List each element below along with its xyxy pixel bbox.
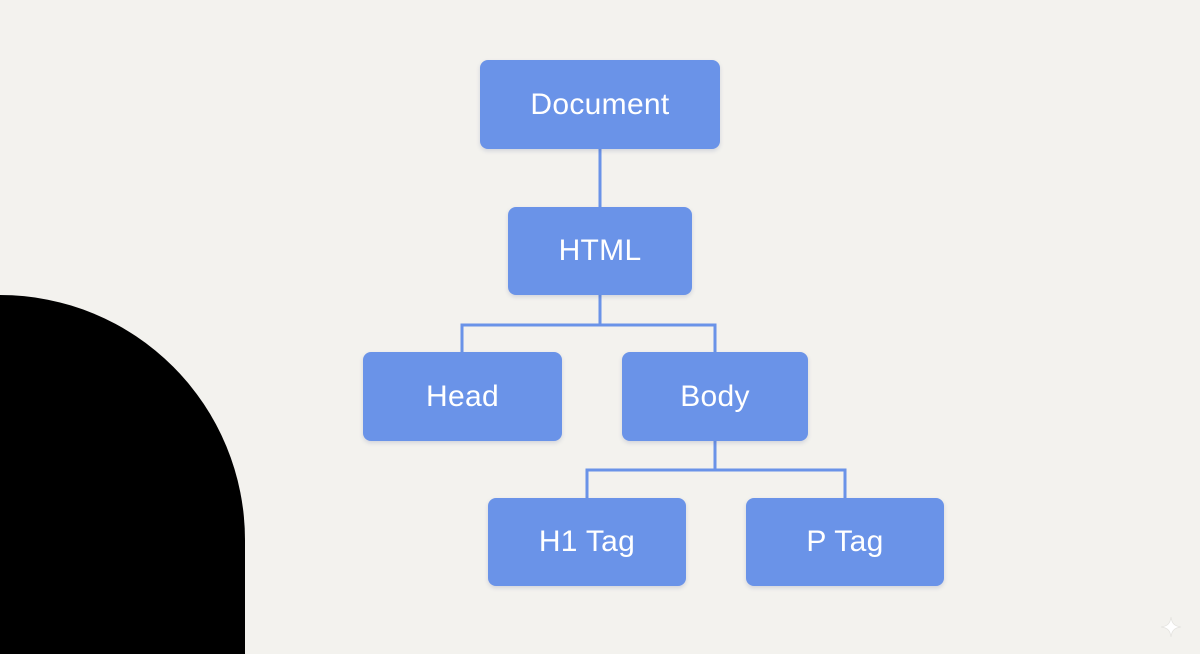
- node-h1-tag: H1 Tag: [488, 498, 686, 586]
- node-head-label: Head: [426, 379, 499, 413]
- node-head: Head: [363, 352, 562, 441]
- node-document-label: Document: [530, 87, 670, 121]
- node-p-tag-label: P Tag: [806, 525, 884, 558]
- node-p-tag: P Tag: [746, 498, 944, 586]
- node-document: Document: [480, 60, 720, 149]
- node-body-label: Body: [680, 379, 750, 413]
- node-html-label: HTML: [558, 234, 642, 267]
- node-html: HTML: [508, 207, 692, 295]
- node-body: Body: [622, 352, 808, 441]
- sparkle-icon: [1160, 616, 1182, 638]
- node-h1-tag-label: H1 Tag: [538, 525, 636, 558]
